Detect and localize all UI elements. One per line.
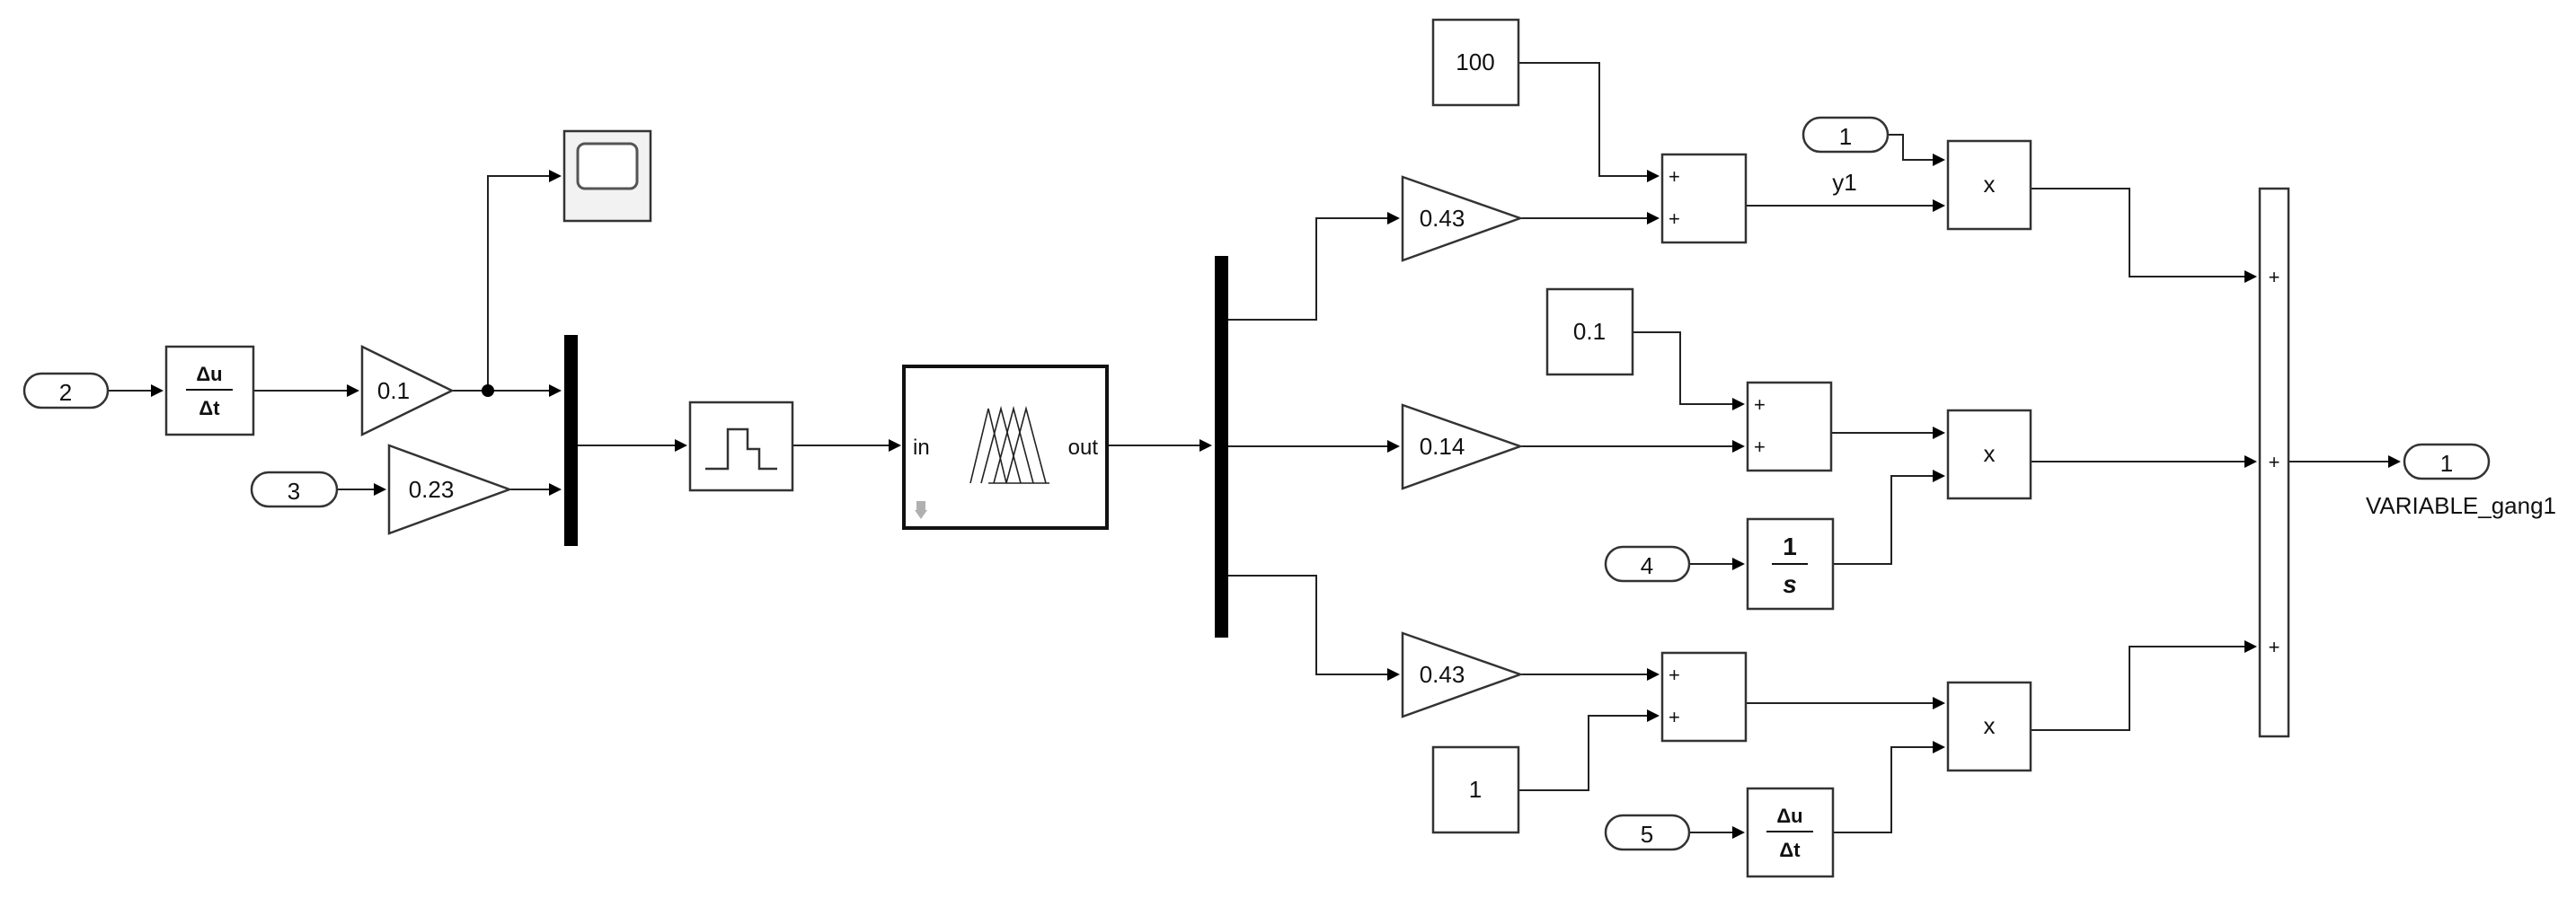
fuzzy-out-port-label: out — [1068, 436, 1099, 460]
inport-3-label: 3 — [288, 478, 300, 505]
wire-product3-to-bigsum[interactable] — [2031, 640, 2257, 731]
zero-order-hold[interactable] — [688, 401, 794, 492]
derivative-numerator: Δu — [196, 363, 222, 385]
product1-label: x — [1984, 171, 1996, 198]
sum3-plus-bottom: + — [1669, 706, 1680, 728]
wire-const100-to-sum1[interactable] — [1518, 62, 1660, 182]
wire-integrator-to-product2[interactable] — [1833, 470, 1945, 565]
inport-4[interactable]: 4 — [1604, 545, 1691, 583]
wire-branch-to-scope[interactable] — [487, 170, 562, 391]
gain-0-1-label: 0.1 — [377, 377, 410, 404]
inport-4-label: 4 — [1641, 552, 1653, 579]
inport-3[interactable]: 3 — [250, 471, 339, 508]
product-block-3[interactable]: x — [1946, 681, 2032, 772]
product-block-2[interactable]: x — [1946, 409, 2032, 500]
sum-block-final[interactable]: + + + — [2258, 187, 2290, 738]
derivative2-numerator: Δu — [1776, 805, 1802, 827]
outport-1[interactable]: 1 — [2403, 443, 2491, 480]
wire-demux-to-gain5[interactable] — [1228, 575, 1400, 681]
sum-block-3[interactable]: + + — [1660, 651, 1748, 743]
inport-5[interactable]: 5 — [1604, 814, 1691, 851]
sum2-plus-top: + — [1754, 393, 1766, 416]
zoh-staircase-icon — [705, 427, 777, 471]
inport-2[interactable]: 2 — [22, 372, 110, 409]
bigsum-plus-1: + — [2269, 266, 2280, 288]
demux-bar[interactable] — [1215, 256, 1228, 638]
gain-0-23[interactable]: 0.23 — [387, 444, 513, 535]
sum1-plus-top: + — [1669, 165, 1680, 188]
product-block-1[interactable]: x — [1946, 139, 2032, 231]
gain-0-43-top-label: 0.43 — [1420, 205, 1465, 232]
inport-5-label: 5 — [1641, 821, 1653, 848]
constant-0-1[interactable]: 0.1 — [1545, 287, 1634, 376]
product2-label: x — [1984, 440, 1996, 467]
branch-point — [482, 384, 494, 397]
derivative-denominator: Δt — [199, 397, 220, 419]
signal-lines — [108, 62, 2401, 839]
derivative-block[interactable]: Δu Δt — [164, 345, 255, 436]
constant-1[interactable]: 1 — [1431, 745, 1520, 834]
gain-0-14[interactable]: 0.14 — [1401, 403, 1524, 490]
constant-1-label: 1 — [1469, 776, 1482, 803]
outport-value: 1 — [2440, 450, 2453, 477]
integrator-numerator: 1 — [1783, 533, 1797, 560]
membership-functions-icon — [969, 405, 1049, 484]
goto-tag-y1[interactable]: 1 — [1801, 116, 1890, 154]
scope[interactable] — [562, 129, 652, 223]
gain-0-1[interactable]: 0.1 — [360, 344, 455, 437]
gain-0-14-label: 0.14 — [1420, 433, 1465, 460]
wire-const01-to-sum2[interactable] — [1633, 331, 1745, 410]
bigsum-plus-3: + — [2269, 636, 2280, 658]
fuzzy-in-port-label: in — [913, 436, 930, 460]
derivative-block-2[interactable]: Δu Δt — [1746, 787, 1835, 878]
gain-0-43-bottom-label: 0.43 — [1420, 661, 1465, 688]
signal-label-y1: y1 — [1832, 169, 1856, 196]
sum1-plus-bottom: + — [1669, 207, 1680, 230]
bigsum-plus-2: + — [2269, 451, 2280, 473]
inport-2-label: 2 — [59, 379, 72, 406]
goto-tag-value: 1 — [1839, 123, 1852, 150]
sum-block-1[interactable]: + + — [1660, 153, 1748, 244]
derivative2-denominator: Δt — [1779, 839, 1801, 861]
outport-name-label: VARIABLE_gang1 — [2366, 492, 2556, 519]
integrator-denominator: s — [1783, 570, 1797, 598]
wire-demux-to-gain3[interactable] — [1228, 212, 1400, 321]
constant-100-label: 100 — [1456, 48, 1494, 75]
gain-0-43-top[interactable]: 0.43 — [1401, 175, 1524, 262]
gain-0-23-label: 0.23 — [409, 476, 455, 503]
sum3-plus-top: + — [1669, 664, 1680, 686]
wire-product1-to-bigsum[interactable] — [2031, 188, 2257, 283]
fuzzy-logic-controller[interactable]: in out — [902, 365, 1109, 530]
constant-100[interactable]: 100 — [1431, 18, 1520, 107]
product3-label: x — [1984, 712, 1996, 739]
wire-goto-to-product1[interactable] — [1888, 134, 1945, 166]
sum-block-2[interactable]: + + — [1746, 381, 1833, 472]
wire-derivative2-to-product3[interactable] — [1833, 741, 1945, 833]
fuzzy-arrow-down-icon — [915, 510, 927, 519]
integrator-block[interactable]: 1 s — [1746, 517, 1835, 611]
constant-0-1-label: 0.1 — [1573, 318, 1606, 345]
gain-0-43-bottom[interactable]: 0.43 — [1401, 631, 1524, 718]
wire-const1-to-sum3[interactable] — [1518, 709, 1660, 791]
mux-bar[interactable] — [564, 335, 578, 546]
sum2-plus-bottom: + — [1754, 436, 1766, 458]
scope-screen-icon — [576, 142, 639, 190]
